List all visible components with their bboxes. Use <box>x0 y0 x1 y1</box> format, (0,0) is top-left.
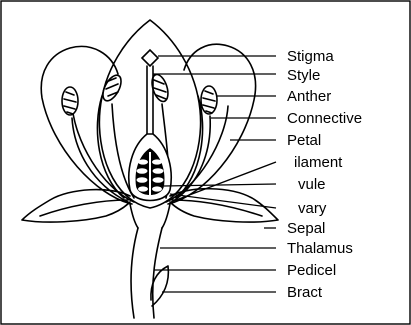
label-ovary: vary <box>298 200 327 217</box>
label-connective: Connective <box>287 110 362 127</box>
right-outer-petal <box>168 44 256 204</box>
left-outer-petal <box>41 46 132 204</box>
label-bract: Bract <box>287 284 323 301</box>
anther-left <box>99 72 125 103</box>
pedicel <box>131 228 162 318</box>
label-anther: Anther <box>287 88 331 105</box>
labels: Stigma Style Anther Connective Petal ila… <box>287 48 362 301</box>
leader-ovule <box>164 184 276 186</box>
label-sepal: Sepal <box>287 220 325 237</box>
left-sepal-vein <box>40 200 128 216</box>
label-style: Style <box>287 67 320 84</box>
label-pedicel: Pedicel <box>287 262 336 279</box>
label-stigma: Stigma <box>287 48 334 65</box>
anther-far-right <box>201 86 217 114</box>
right-sepal-vein <box>172 200 262 216</box>
label-ovule: vule <box>298 176 326 193</box>
anther-far-left <box>62 87 78 115</box>
label-petal: Petal <box>287 132 321 149</box>
stigma <box>142 50 158 66</box>
label-thalamus: Thalamus <box>287 240 353 257</box>
label-filament: ilament <box>294 154 343 171</box>
